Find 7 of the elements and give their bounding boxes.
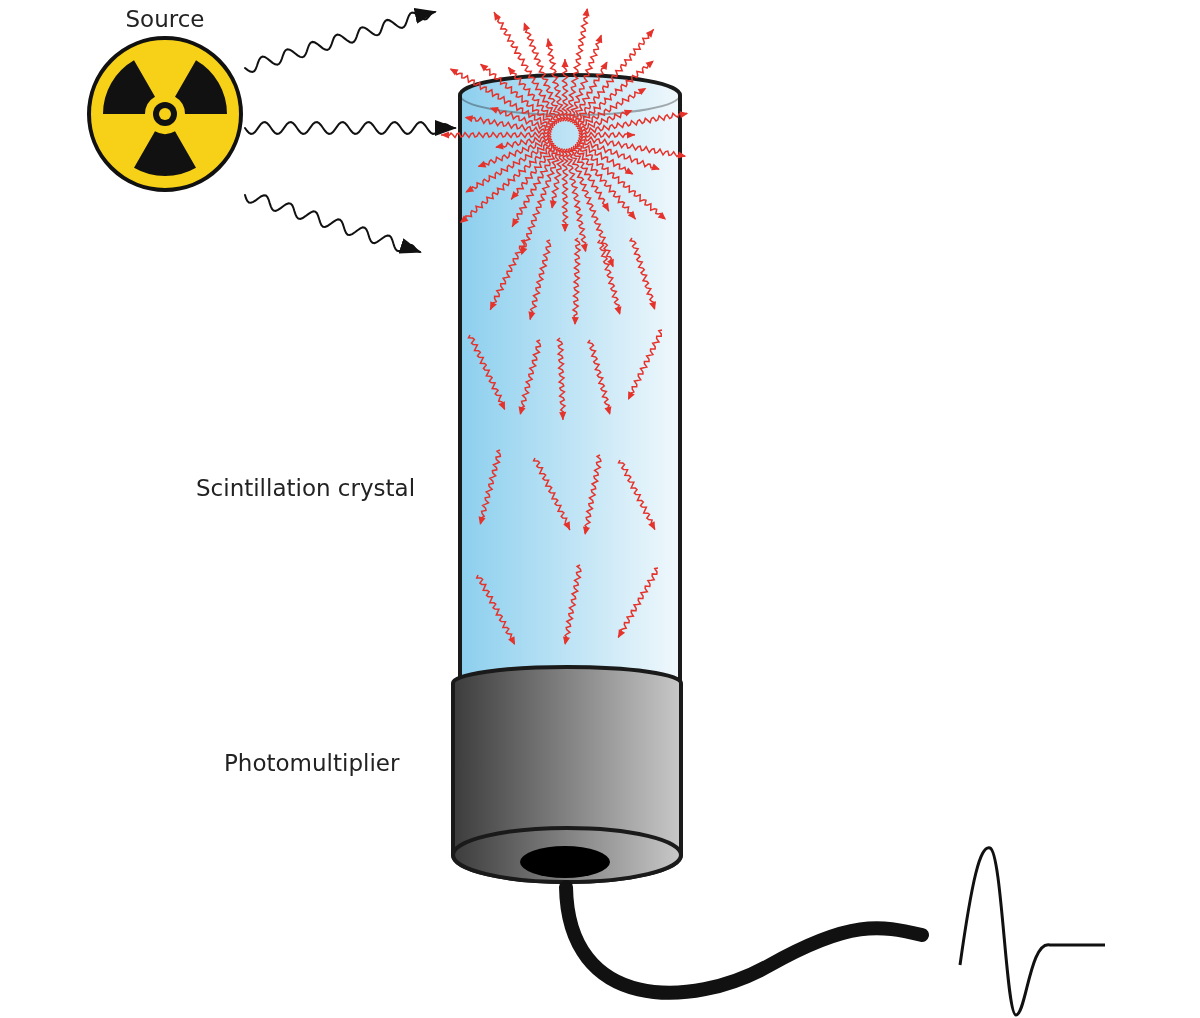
- cable: [559, 880, 929, 1000]
- node-heading: Source: [125, 6, 205, 34]
- gamma-ray-arrow: [244, 120, 457, 136]
- part-label: Scintillation crystal: [196, 475, 416, 501]
- gamma-ray-arrow: [244, 8, 437, 74]
- gamma-ray-arrow: [244, 194, 422, 254]
- part-label: Photomultiplier: [224, 750, 400, 776]
